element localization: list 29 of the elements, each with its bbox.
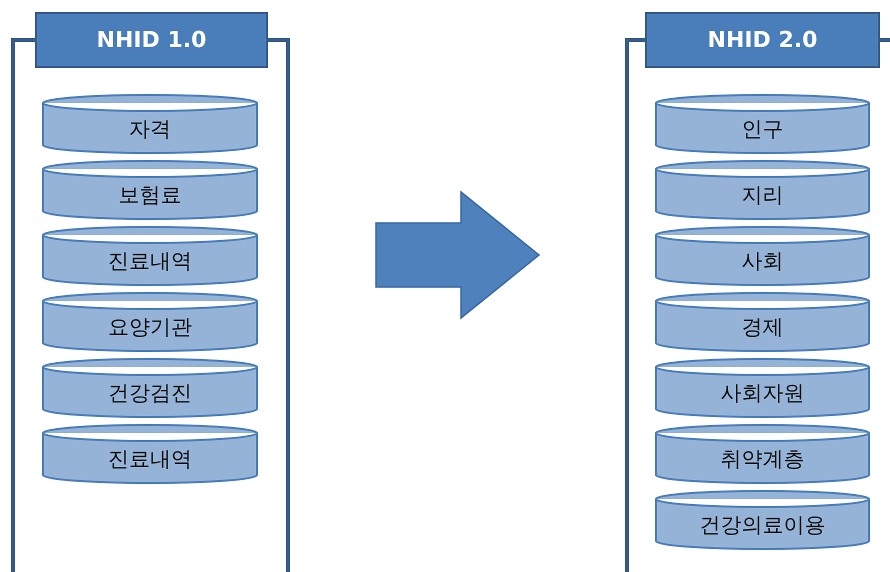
cylinder-label: 사회 [742,248,784,275]
cylinder-label: 건강검진 [108,380,192,407]
group-title: NHID 1.0 [35,12,268,68]
database-cylinder [42,359,258,417]
cylinder-label: 요양기관 [108,314,192,341]
cylinder-label: 사회자원 [720,380,804,407]
database-cylinder [655,293,870,351]
database-cylinder [655,359,870,417]
cylinder-label: 진료내역 [108,248,192,275]
cylinder-label: 자격 [129,116,171,143]
database-cylinder [42,161,258,219]
block-arrow [375,190,540,320]
database-cylinder [655,95,870,153]
cylinder-label: 보험료 [118,182,182,209]
cylinder-label: 건강의료이용 [700,512,826,539]
database-cylinder [42,425,258,483]
database-cylinder [42,227,258,285]
database-cylinder [655,227,870,285]
database-cylinder [42,293,258,351]
cylinder-label: 경제 [742,314,784,341]
cylinder-label: 취약계층 [720,446,804,473]
database-cylinder [655,425,870,483]
database-cylinder [42,95,258,153]
cylinder-label: 인구 [742,116,784,143]
database-cylinder [655,491,870,549]
cylinder-label: 진료내역 [108,446,192,473]
group-title: NHID 2.0 [645,12,880,68]
database-cylinder [655,161,870,219]
cylinder-label: 지리 [742,182,784,209]
